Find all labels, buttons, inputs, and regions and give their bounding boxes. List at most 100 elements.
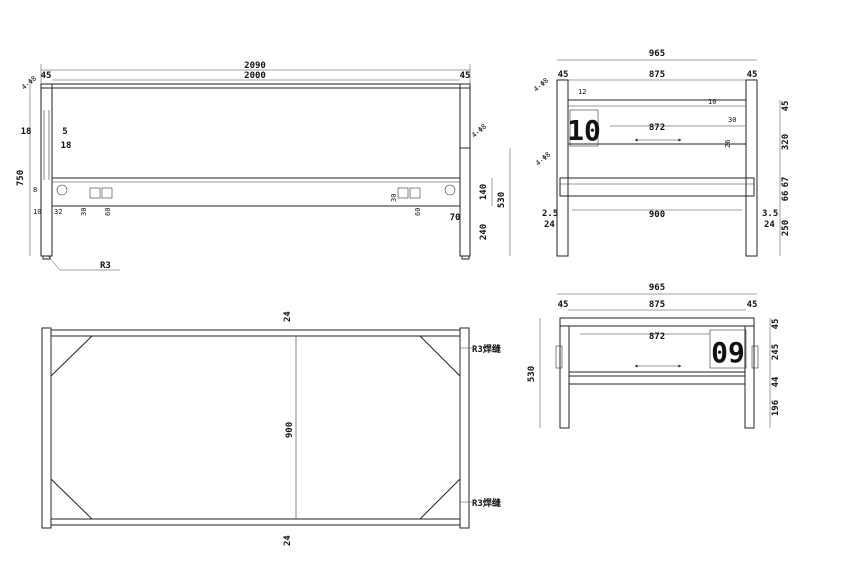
dim-18b: 18 [61,141,72,151]
dim-r3: R3 [100,261,111,271]
brace-tl [50,335,93,377]
dim-45: 45 [781,101,791,112]
hole [444,184,456,196]
dim-245: 245 [771,344,781,360]
dim-45-left: 45 [558,300,569,310]
dim-320: 320 [781,134,791,150]
dim-70: 70 [450,213,461,223]
dim-965: 965 [649,283,665,293]
dim-10: 10 [33,208,41,216]
foot [461,255,470,260]
leader-r3 [47,255,120,271]
dim-12: 12 [578,88,586,96]
dim-10: 10 [708,98,716,106]
hole-label-b: 4-Φ8 [534,151,552,168]
dim-60-left: 60 [104,208,112,216]
hole-label-a: 4-Φ8 [532,77,550,94]
dim-900: 900 [649,210,665,220]
bracket-right [409,187,421,199]
badge-number: 10 [567,114,601,147]
dim-530: 530 [497,192,507,208]
dim-18: 18 [21,127,32,137]
side-view: 2090 2000 45 45 750 18 5 18 4-Φ8 4-Φ8 [16,61,511,271]
dim-196: 196 [771,400,781,416]
end-view-bottom: 965 875 45 45 872 09 530 45 245 44 196 [527,283,781,429]
dim-45-left: 45 [558,70,569,80]
footboard-top [559,317,755,327]
dim-5: 5 [62,127,67,137]
dim-2090: 2090 [244,61,266,71]
dim-30-left: 30 [80,208,88,216]
plan-post-right [459,327,470,529]
dim-240: 240 [479,224,489,240]
end-post-right [745,79,758,257]
hole [56,184,68,196]
end-post-right [744,325,755,429]
right-post-lower [459,147,471,257]
plan-rail-top [50,329,461,337]
dim-24-top: 24 [283,311,293,322]
weld-label-top: R3焊缝 [472,343,501,355]
end-post-left [559,325,570,429]
right-post-upper [459,83,471,149]
plan-rail-bottom [50,518,461,526]
foot [42,255,51,260]
top-rail [40,83,471,89]
dim-8: 8 [33,186,37,194]
dim-3-5: 3.5 [762,209,778,219]
brace-tr [419,335,461,377]
side-tab [751,345,759,369]
badge-box [709,329,747,369]
dim-140: 140 [479,184,489,200]
footboard-panel [568,325,746,373]
dim-66: 66 [781,191,791,202]
dim-45-left: 45 [41,71,52,81]
dim-30-right: 30 [390,194,398,202]
dim-60-right: 60 [414,208,422,216]
end-post-left [556,79,569,257]
dim-45-right: 45 [747,300,758,310]
plan-view: 24 24 900 R3焊缝 R3焊缝 [41,311,501,546]
dim-872: 872 [649,332,665,342]
dim-965: 965 [649,49,665,59]
dim-44: 44 [771,376,781,387]
dim-45-right: 45 [747,70,758,80]
side-tab [555,345,563,369]
bracket-left [89,187,101,199]
dim-24-bottom: 24 [283,535,293,546]
dim-250: 250 [781,220,791,236]
dim-2000: 2000 [244,71,266,81]
dim-30: 30 [728,116,736,124]
headboard [567,99,747,145]
lower-rail [559,177,755,197]
dim-67: 67 [781,177,791,188]
end-view-top: 965 875 45 45 872 10 900 2.5 3.5 24 24 4… [532,49,791,257]
dim-872: 872 [649,123,665,133]
dim-875: 875 [649,300,665,310]
plan-post-left [41,327,52,529]
badge-number: 09 [711,336,745,369]
dim-900: 900 [285,422,295,438]
bracket-left [101,187,113,199]
dim-875: 875 [649,70,665,80]
dim-45-right: 45 [460,71,471,81]
footboard-rail [568,375,746,385]
dim-26: 26 [724,140,732,148]
brace-bl [50,478,93,520]
left-post [40,83,53,257]
dim-750: 750 [16,170,26,186]
badge-box [569,109,599,147]
hole-label-right: 4-Φ8 [470,123,488,140]
dim-45: 45 [771,319,781,330]
dim-32: 32 [54,208,62,216]
side-rail [51,177,461,207]
dim-2-5: 2.5 [542,209,558,219]
dim-530: 530 [527,366,537,382]
dim-24-left: 24 [544,220,555,230]
bracket-right [397,187,409,199]
weld-label-bottom: R3焊缝 [472,497,501,509]
hole-label-left: 4-Φ8 [20,75,38,92]
dim-24-right: 24 [764,220,775,230]
brace-br [419,478,461,520]
